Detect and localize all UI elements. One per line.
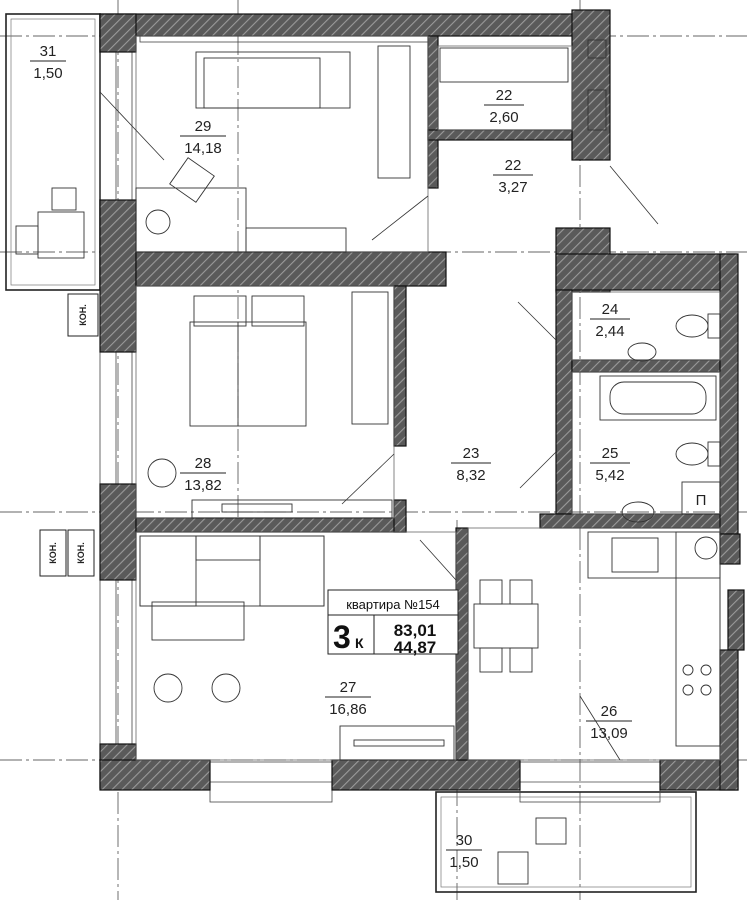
room-22-hall-number: 22: [505, 157, 522, 174]
apartment-room-suffix: К: [355, 635, 364, 651]
room-31: 31 1,50: [30, 43, 66, 82]
room-26: 26 13,09: [586, 703, 632, 742]
room-23-area: 8,32: [456, 467, 485, 484]
room-22-closet-number: 22: [496, 87, 513, 104]
furniture: [15, 39, 721, 885]
room-28-number: 28: [195, 455, 212, 472]
room-29: 29 14,18: [180, 118, 226, 157]
room-29-area: 14,18: [184, 140, 222, 157]
kon-label-right: КОН.: [76, 542, 86, 564]
room-27: 27 16,86: [325, 679, 371, 718]
room-29-number: 29: [195, 118, 212, 135]
room-22-hall: 22 3,27: [493, 157, 533, 196]
apartment-title: квартира №154: [346, 597, 440, 612]
room-25-area: 5,42: [595, 467, 624, 484]
room-30-area: 1,50: [449, 854, 478, 871]
room-25: 25 5,42: [590, 445, 630, 484]
room-23: 23 8,32: [451, 445, 491, 484]
room-24-number: 24: [602, 301, 619, 318]
room-28-area: 13,82: [184, 477, 222, 494]
room-30: 30 1,50: [446, 832, 482, 871]
room-27-number: 27: [340, 679, 357, 696]
room-28: 28 13,82: [180, 455, 226, 494]
apartment-info-box: квартира №154 3 К 83,01 44,87: [327, 589, 459, 657]
apartment-living-area: 44,87: [394, 638, 437, 657]
room-23-number: 23: [463, 445, 480, 462]
room-22-closet: 22 2,60: [484, 87, 524, 126]
kon-labels: КОН. КОН. КОН.: [39, 293, 99, 577]
room-30-number: 30: [456, 832, 473, 849]
room-labels: 31 1,50 29 14,18 22 2,60 22 3,27 24 2,44…: [30, 43, 632, 871]
room-27-area: 16,86: [329, 701, 367, 718]
room-outlines: [135, 35, 721, 761]
room-22-closet-area: 2,60: [489, 109, 518, 126]
kon-label-top: КОН.: [78, 304, 88, 326]
room-24: 24 2,44: [590, 301, 630, 340]
room-24-area: 2,44: [595, 323, 624, 340]
room-31-number: 31: [40, 43, 57, 60]
apartment-room-count: 3: [333, 619, 351, 655]
room-26-number: 26: [601, 703, 618, 720]
room-22-hall-area: 3,27: [498, 179, 527, 196]
balcony-30: [435, 791, 697, 893]
room-31-area: 1,50: [33, 65, 62, 82]
room-25-number: 25: [602, 445, 619, 462]
kon-label-left: КОН.: [48, 542, 58, 564]
walls: [99, 9, 745, 791]
door-swings: [99, 91, 659, 761]
p-label: П: [696, 492, 707, 509]
room-26-area: 13,09: [590, 725, 628, 742]
apartment-total-area: 83,01: [394, 621, 437, 640]
